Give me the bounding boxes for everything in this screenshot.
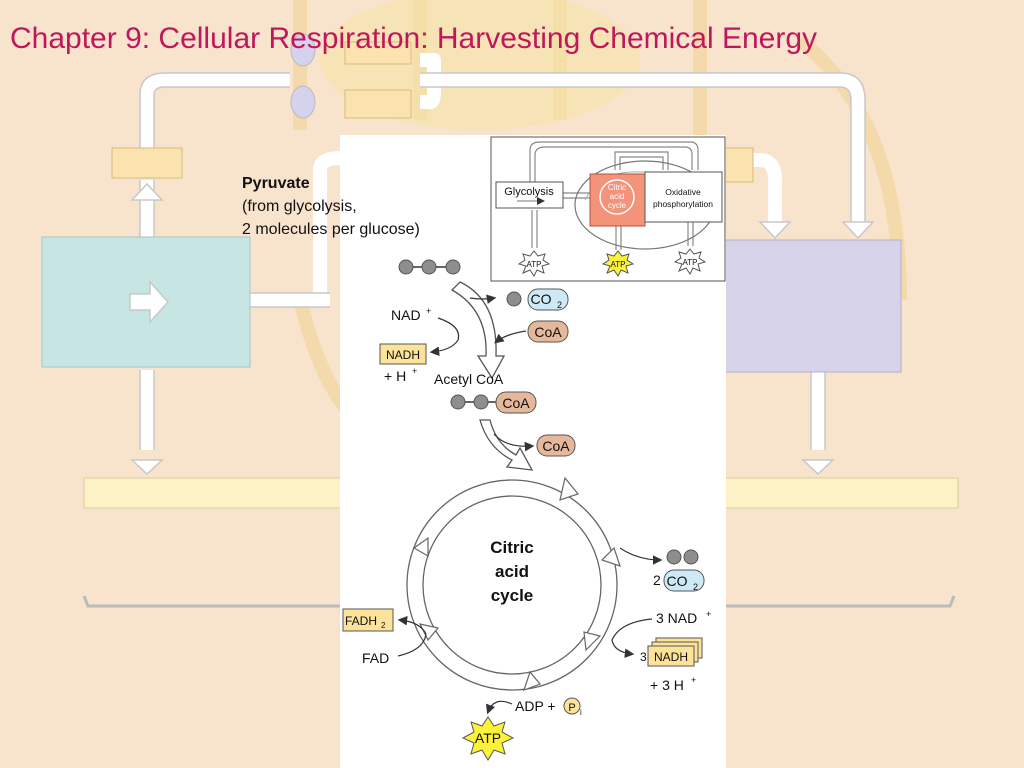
three-nad-sup: + bbox=[706, 609, 711, 619]
nad-plus-label: NAD bbox=[391, 307, 421, 323]
inset-atp-middle-label: ATP bbox=[611, 260, 626, 269]
cycle-label-line2: acid bbox=[495, 562, 529, 581]
inset-atp-middle: ATP bbox=[601, 250, 635, 277]
acetyl-coa-label: Acetyl CoA bbox=[434, 371, 504, 387]
inset-atp-left: ATP bbox=[517, 250, 551, 277]
flow-arrow-acetyl bbox=[479, 419, 534, 471]
nadh-badge-top bbox=[379, 343, 427, 365]
pipe-outlines bbox=[139, 72, 866, 450]
phosphate-sub: i bbox=[580, 708, 582, 717]
co2-coefficient: 2 bbox=[653, 572, 661, 588]
pyruvate-molecule bbox=[398, 259, 461, 275]
co2-carbon-atom bbox=[506, 291, 522, 307]
inset-glycolysis-box bbox=[495, 181, 564, 209]
inset-atp-left-label: ATP bbox=[527, 260, 542, 269]
atp-label: ATP bbox=[475, 730, 501, 746]
pyruvate-label: Pyruvate (from glycolysis, 2 molecules p… bbox=[242, 172, 420, 241]
teal-box-arrow-icon bbox=[129, 280, 170, 324]
nadh-label-top: NADH bbox=[386, 348, 420, 362]
inset-citric-cycle-box bbox=[589, 173, 646, 227]
oval-top-2 bbox=[290, 85, 316, 119]
co2-carbon-pair bbox=[666, 549, 699, 565]
box-top-1 bbox=[344, 41, 412, 65]
inset-citric-line2: acid bbox=[610, 192, 625, 201]
inset-atp-right-label: ATP bbox=[683, 258, 698, 267]
co2-sub-top: 2 bbox=[557, 300, 562, 310]
co2-badge-bottom bbox=[663, 569, 705, 592]
nadh-label-bottom: NADH bbox=[654, 650, 688, 664]
nad-plus-sup: + bbox=[426, 306, 431, 316]
citric-cycle-ring bbox=[406, 476, 621, 692]
page-title: Chapter 9: Cellular Respiration: Harvest… bbox=[10, 22, 818, 55]
fad-label: FAD bbox=[362, 650, 389, 666]
coa-badge-out bbox=[536, 434, 576, 457]
co2-label-top: CO bbox=[531, 291, 552, 307]
nadh-coefficient: 3 bbox=[640, 650, 647, 664]
box-right-small bbox=[724, 147, 754, 183]
inset-oxphos-box bbox=[644, 171, 723, 223]
inset-oxphos-line1: Oxidative bbox=[665, 187, 701, 197]
box-left-small bbox=[111, 147, 183, 179]
inset-citric-line3: cycle bbox=[608, 201, 627, 210]
h-plus-label: + H bbox=[384, 368, 406, 384]
overview-inset: Glycolysis Citric acid cycle Oxidative p… bbox=[490, 136, 726, 282]
fadh2-badge bbox=[342, 608, 394, 632]
atp-star: ATP bbox=[461, 716, 515, 761]
pipes bbox=[140, 53, 865, 450]
co2-sub-bottom: 2 bbox=[693, 582, 698, 592]
three-h-label: + 3 H bbox=[650, 677, 684, 693]
three-h-sup: + bbox=[691, 675, 696, 685]
coa-label-out: CoA bbox=[542, 438, 570, 454]
h-plus-sup: + bbox=[412, 366, 417, 376]
pyruvate-heading: Pyruvate bbox=[242, 175, 310, 192]
three-nad-label: 3 NAD bbox=[656, 610, 697, 626]
acetyl-coa-coa-label: CoA bbox=[502, 395, 530, 411]
adp-label: ADP + bbox=[515, 698, 556, 714]
fadh2-label: FADH bbox=[345, 614, 377, 628]
pyruvate-line1: (from glycolysis, bbox=[242, 198, 357, 215]
flow-arrow-pyruvate bbox=[450, 281, 506, 380]
nadh-stack bbox=[647, 637, 703, 667]
cycle-label-line1: Citric bbox=[490, 538, 533, 557]
co2-badge-top bbox=[527, 288, 569, 311]
pyruvate-line2: 2 molecules per glucose) bbox=[242, 221, 420, 238]
box-top-2 bbox=[344, 89, 412, 119]
purple-box bbox=[724, 239, 902, 373]
coa-badge-in bbox=[527, 320, 569, 343]
oval-top-1 bbox=[290, 33, 316, 67]
phosphate-circle bbox=[563, 697, 581, 715]
inset-atp-right: ATP bbox=[673, 248, 707, 275]
inset-citric-line1: Citric bbox=[608, 183, 626, 192]
acetyl-coa-molecule: CoA bbox=[450, 391, 537, 414]
coa-label-in: CoA bbox=[534, 324, 562, 340]
cycle-label-line3: cycle bbox=[491, 586, 534, 605]
co2-label-bottom: CO bbox=[667, 573, 688, 589]
fadh2-sub: 2 bbox=[381, 621, 386, 630]
pipe-arrowheads bbox=[130, 182, 875, 476]
inset-glycolysis-label: Glycolysis bbox=[504, 186, 554, 198]
inset-oxphos-line2: phosphorylation bbox=[653, 199, 713, 209]
phosphate-label: P bbox=[568, 702, 575, 714]
